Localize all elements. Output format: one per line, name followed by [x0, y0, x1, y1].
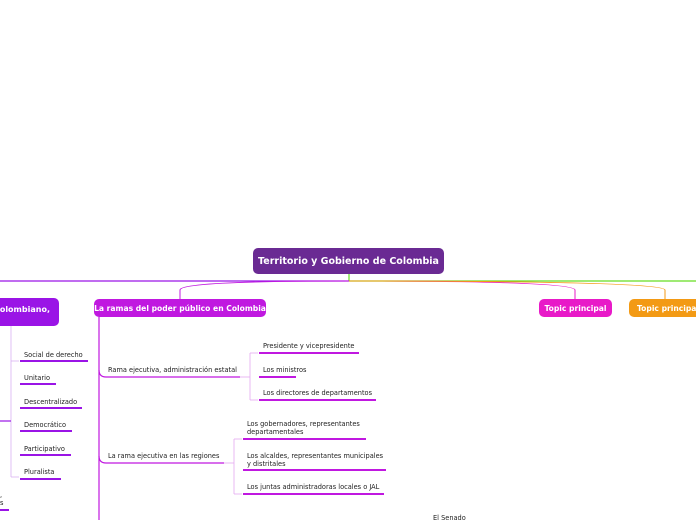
- subtopic-ministros[interactable]: Los ministros: [263, 366, 307, 374]
- subtopic-unitario[interactable]: Unitario: [24, 374, 51, 382]
- central-topic[interactable]: Territorio y Gobierno de Colombia: [253, 248, 444, 274]
- subtopic-gobernadores[interactable]: Los gobernadores, representantes departa…: [247, 420, 360, 436]
- subtopic-descentralizado[interactable]: Descentralizado: [24, 398, 78, 406]
- subtopic-directores[interactable]: Los directores de departamentos: [263, 389, 373, 397]
- subtopic-partial-line-2[interactable]: s: [0, 499, 4, 507]
- subtopic-el-senado[interactable]: El Senado: [433, 514, 466, 522]
- subtopic-alcaldes-line-1: Los alcaldes, representantes municipales: [247, 452, 384, 460]
- subtopic-presidente[interactable]: Presidente y vicepresidente: [263, 342, 355, 350]
- main-topic-1-label: Topic principal: [544, 303, 607, 313]
- main-topic-2-label: Topic principal: [637, 303, 696, 313]
- subtopic-gobernadores-line-1: Los gobernadores, representantes: [247, 420, 360, 428]
- subtopic-rama-ejecutiva-estatal[interactable]: Rama ejecutiva, administración estatal: [108, 366, 237, 374]
- subtopic-pluralista[interactable]: Pluralista: [24, 468, 55, 476]
- subtopic-partial-line-1[interactable]: ,: [0, 491, 3, 499]
- main-topic-ramas[interactable]: La ramas del poder público en Colombia: [94, 299, 266, 317]
- subtopic-democratico[interactable]: Democrático: [24, 421, 67, 429]
- main-topic-left[interactable]: colombiano,: [0, 298, 59, 326]
- subtopic-social-de-derecho[interactable]: Social de derecho: [24, 351, 83, 359]
- main-topic-2[interactable]: Topic principal: [629, 299, 696, 317]
- main-topic-1[interactable]: Topic principal: [539, 299, 612, 317]
- main-topic-ramas-label: La ramas del poder público en Colombia: [94, 303, 266, 313]
- subtopic-alcaldes[interactable]: Los alcaldes, representantes municipales…: [247, 452, 383, 468]
- main-topic-left-label: colombiano,: [0, 305, 50, 314]
- subtopic-juntas[interactable]: Los juntas administradoras locales o JAL: [247, 483, 380, 491]
- subtopic-rama-ejecutiva-regiones[interactable]: La rama ejecutiva en las regiones: [108, 452, 220, 460]
- central-topic-label: Territorio y Gobierno de Colombia: [258, 255, 439, 267]
- subtopic-participativo[interactable]: Participativo: [24, 445, 65, 453]
- subtopic-gobernadores-line-2: departamentales: [247, 428, 304, 436]
- subtopic-alcaldes-line-2: y distritales: [247, 460, 286, 468]
